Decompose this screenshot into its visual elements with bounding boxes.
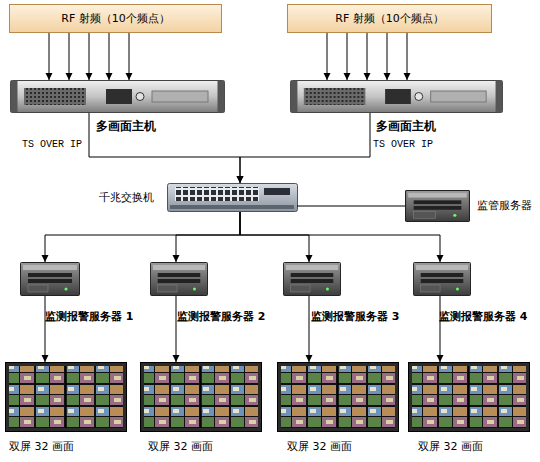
connector-line <box>309 296 310 362</box>
host-device <box>11 81 225 113</box>
alarm-server: 监测报警服务器 4 <box>413 262 471 296</box>
node-label: 双屏 32 画面 <box>9 440 74 453</box>
gigabit-switch: 千兆交换机 <box>167 183 297 212</box>
screen-wall-node: 双屏 32 画面 <box>5 362 127 432</box>
supervision-server: 监管服务器 <box>405 190 470 222</box>
node-label: 监测报警服务器 4 <box>439 310 527 323</box>
server-device <box>21 263 80 296</box>
connector-line <box>240 212 440 262</box>
connector-line <box>240 113 370 183</box>
server-device <box>413 263 470 296</box>
screen-wall-node: 双屏 32 画面 <box>277 362 399 432</box>
connector-line <box>49 33 50 80</box>
connector-line <box>240 212 309 262</box>
rf-source-box: RF 射频（10个频点） <box>287 4 492 33</box>
edge-label: TS OVER IP <box>373 139 433 150</box>
connector-line <box>129 33 130 80</box>
node-label: 双屏 32 画面 <box>418 440 483 453</box>
node-label: RF 射频（10个频点） <box>61 12 169 25</box>
connector-line <box>45 296 46 362</box>
connector-line <box>176 212 240 262</box>
alarm-server: 监测报警服务器 2 <box>150 262 208 296</box>
connector-line <box>89 113 240 183</box>
rf-source-box: RF 射频（10个频点） <box>9 4 222 33</box>
alarm-server: 监测报警服务器 1 <box>20 262 80 296</box>
screen-wall <box>141 363 262 432</box>
screen-wall-node: 双屏 32 画面 <box>408 362 530 432</box>
node-label: 监测报警服务器 2 <box>177 310 265 323</box>
node-label: RF 射频（10个频点） <box>335 12 443 25</box>
server-device <box>283 263 340 296</box>
node-label: 多画面主机 <box>376 119 436 133</box>
connector-line <box>387 33 388 80</box>
connector-line <box>367 33 368 80</box>
node-label: 千兆交换机 <box>99 191 154 204</box>
node-label: 双屏 32 画面 <box>287 440 352 453</box>
screen-wall <box>409 363 530 432</box>
server-device <box>406 190 470 221</box>
connector-line <box>176 296 177 362</box>
connector-line <box>407 33 408 80</box>
server-device <box>150 263 207 296</box>
connector-line <box>327 33 328 80</box>
connector-line <box>440 296 441 362</box>
multiview-host: 多画面主机 <box>10 80 225 113</box>
connector-line <box>89 33 90 80</box>
connector-line <box>69 33 70 80</box>
screen-wall <box>278 363 399 432</box>
switch-device <box>168 184 298 212</box>
node-label: 多画面主机 <box>96 119 156 133</box>
multiview-host: 多画面主机 <box>290 80 503 113</box>
host-device <box>290 81 502 113</box>
connector-line <box>109 33 110 80</box>
connector-line <box>347 33 348 80</box>
node-label: 双屏 32 画面 <box>148 440 213 453</box>
node-label: 监测报警服务器 3 <box>311 310 399 323</box>
connector-line <box>45 212 240 262</box>
node-label: 监测报警服务器 1 <box>45 310 133 323</box>
screen-wall <box>6 363 127 432</box>
node-label: 监管服务器 <box>477 199 532 212</box>
alarm-server: 监测报警服务器 3 <box>283 262 341 296</box>
connector-line <box>297 206 405 207</box>
edge-label: TS OVER IP <box>22 139 82 150</box>
screen-wall-node: 双屏 32 画面 <box>140 362 262 432</box>
